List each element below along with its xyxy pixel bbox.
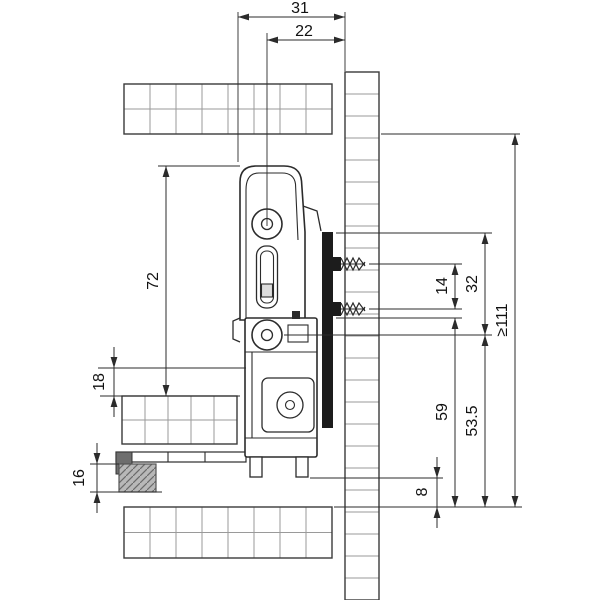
- wheel-cage: [261, 377, 315, 433]
- mounting-plate-bar: [322, 232, 333, 428]
- runner-plate-hook: [302, 205, 322, 232]
- runner-profile-inner-line: [245, 172, 299, 318]
- dim-8: 8: [414, 457, 441, 528]
- housing-wheel: [276, 391, 304, 419]
- bottom-roller-axle: [260, 328, 274, 342]
- dim-min-111: ≥111: [494, 134, 519, 507]
- screw-head: [333, 302, 341, 316]
- screw-top: [333, 256, 366, 272]
- dim-53-5: 53.5: [464, 335, 489, 507]
- cabinet-top-panel: [123, 83, 333, 135]
- screw-thread: [340, 256, 366, 272]
- dim-31-label: 31: [291, 0, 309, 17]
- dim-18-label: 18: [91, 373, 108, 391]
- slot-slider: [260, 283, 274, 298]
- housing-stop-block: [292, 311, 300, 319]
- drawer-bottom-panel-section: [121, 395, 238, 445]
- housing-outline: [244, 317, 318, 458]
- cabinet-bottom-panel: [123, 506, 333, 559]
- drawer-front-panel-section: [118, 463, 157, 493]
- dim-31: 31: [238, 0, 345, 21]
- mounting-plate: [322, 232, 333, 428]
- extension-lines: [90, 12, 522, 508]
- screw-thread: [340, 301, 366, 317]
- cabinet-side-panel: [344, 71, 380, 600]
- drawer-bottom-panel: [121, 395, 238, 445]
- dim-59: 59: [434, 318, 459, 507]
- dim-14-label: 14: [434, 277, 451, 295]
- housing-foot: [295, 456, 309, 478]
- screw-head: [333, 257, 341, 271]
- dim-16-label: 16: [71, 469, 88, 487]
- runner-left-hook: [232, 317, 241, 343]
- dim-14: 14: [434, 264, 459, 309]
- screw-thread: [340, 301, 366, 317]
- slot-outer: [255, 245, 279, 309]
- housing-foot: [249, 456, 263, 478]
- runner-housing: [244, 311, 318, 478]
- cabinet-top-panel-section: [123, 83, 333, 135]
- cabinet-side-panel-section: [344, 71, 380, 600]
- dim-32: 32: [464, 233, 489, 335]
- screw-thread: [340, 256, 366, 272]
- dim-18: 18: [91, 347, 118, 417]
- screw-bottom: [333, 301, 366, 317]
- dim-16: 16: [71, 443, 101, 513]
- dim-53-5-label: 53.5: [464, 405, 481, 436]
- dim-32-label: 32: [464, 275, 481, 293]
- drawer-front-assembly: [115, 451, 247, 493]
- slot-inner: [259, 250, 275, 304]
- dim-22: 22: [267, 23, 345, 44]
- dim-8-label: 8: [414, 487, 431, 496]
- dim-min-111-label: ≥111: [494, 303, 511, 336]
- dim-72: 72: [145, 166, 170, 396]
- housing-wheel-axle: [284, 399, 296, 411]
- cabinet-bottom-panel-section: [123, 506, 333, 559]
- dim-22-label: 22: [295, 23, 313, 40]
- dim-59-label: 59: [434, 403, 451, 421]
- bottom-rail: [115, 451, 247, 463]
- housing-latch: [287, 324, 309, 343]
- dim-72-label: 72: [145, 272, 162, 290]
- adjustment-slot: [255, 245, 279, 309]
